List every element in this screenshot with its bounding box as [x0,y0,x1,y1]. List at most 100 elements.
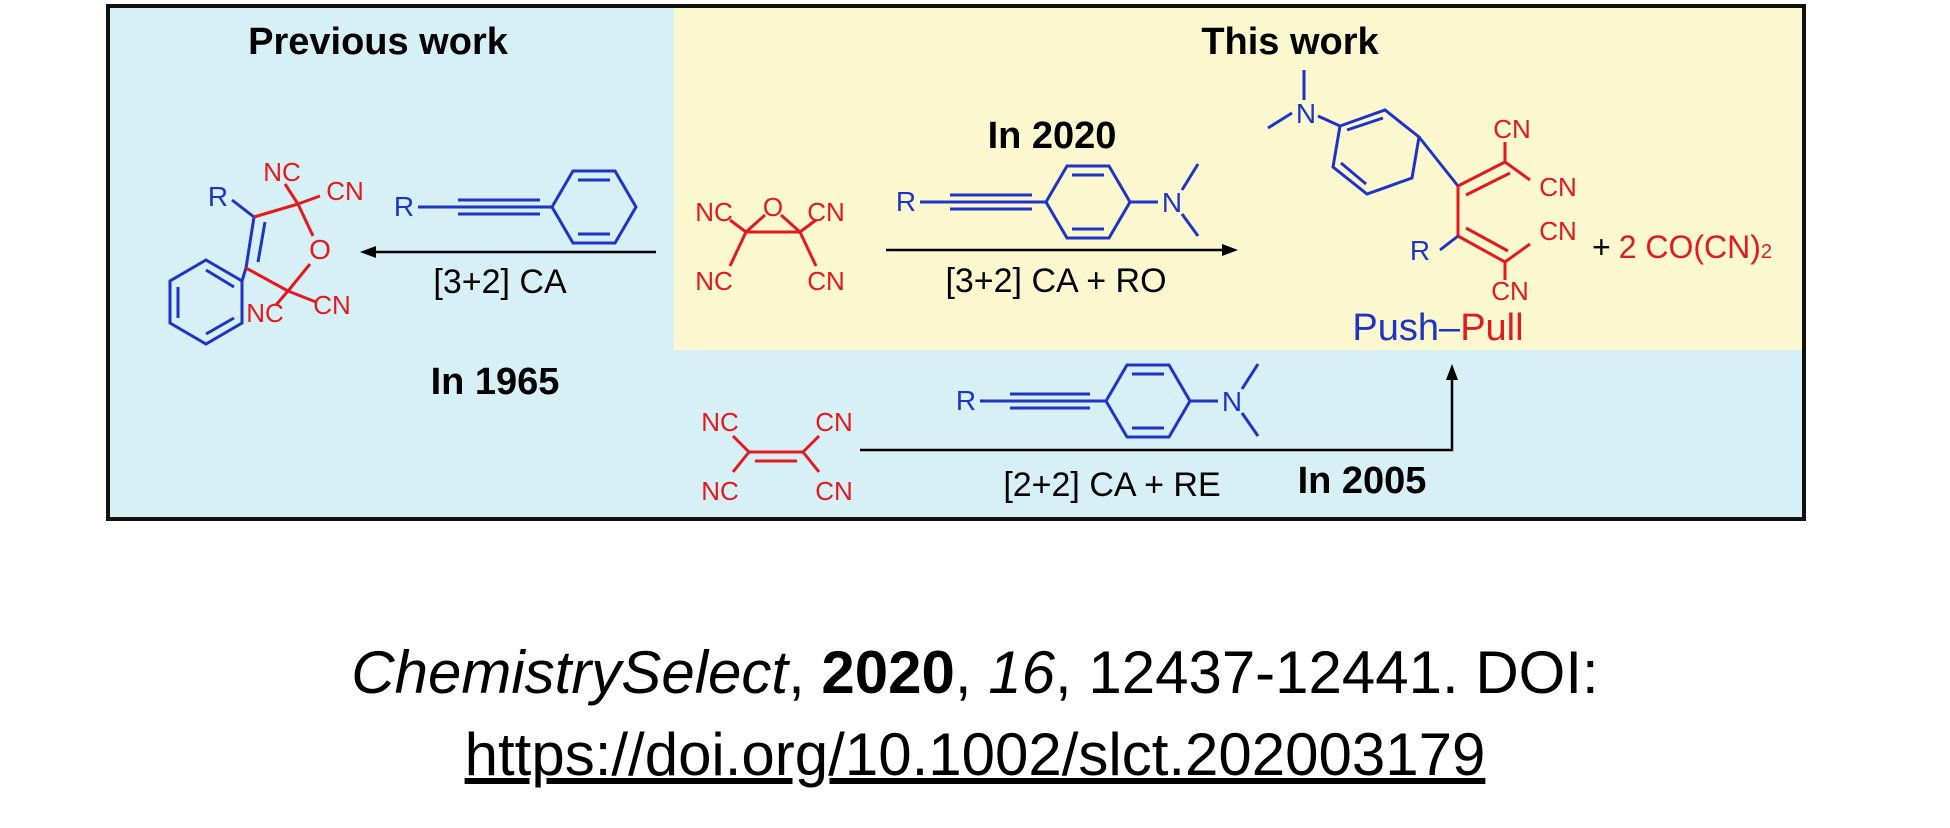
nitrile-bond [799,218,817,234]
route-2005-arrowhead [1446,364,1458,380]
furan-phenyl-bond [205,268,235,289]
product-r-label: R [1410,235,1430,266]
nitrile-label: NC [701,476,739,506]
citation-separator: , [788,639,822,706]
route-2005-condition-label: [2+2] CA + RE [1003,466,1220,504]
alkyne-phenyl-ring [550,169,638,245]
citation-year: 2020 [821,639,955,706]
nitrile-label: CN [1539,172,1577,202]
byproduct-label: +2 CO(CN)2 [1592,229,1772,265]
amine-bond [1317,114,1341,128]
product-amine-n-label: N [1296,98,1316,129]
push-pull-product-structure: N R CN CN CN CN [1267,70,1577,306]
dimethylaminophenyl-alkyne-reagent: R N [896,163,1200,240]
product-aryl-bond [1346,116,1384,132]
nitrile-bond [729,218,747,234]
byproduct-plus: + [1592,229,1611,265]
alkyne-r-label: R [896,186,916,217]
year-2005-label: In 2005 [1298,460,1427,502]
doi-line: https://doi.org/10.1002/slct.202003179 [0,720,1950,789]
nitrile-bond [1504,160,1531,182]
furan-ring-bond [286,263,312,292]
nitrile-bond [297,194,321,206]
scheme-border [106,4,1806,521]
furan-double-bond [256,221,267,263]
amine-n-label: N [1162,187,1182,218]
phenylacetylene-reagent: R [394,169,638,245]
nitrile-bond [798,231,818,267]
citation-pages: , 12437-12441. DOI: [1055,639,1599,706]
diene-double-bond [1457,234,1506,264]
nitrile-label: CN [313,290,351,320]
this-work-panel [674,6,1804,350]
furan-oxygen-label: O [309,234,331,265]
this-work-arrowhead [1222,244,1238,256]
citation-volume: 16 [988,639,1055,706]
methyl-bond [1180,213,1200,237]
nitrile-label: CN [807,197,845,227]
nitrile-bond [731,434,751,454]
methyl-bond [1180,163,1200,191]
furan-double-bond [244,216,256,269]
nitrile-label: CN [1539,216,1577,246]
route-2005-arrow [860,378,1454,452]
methyl-bond [1267,111,1293,130]
diene-double-bond [1457,160,1506,188]
aryl-to-diene-bond [1417,136,1460,187]
diene-double-bond [1465,226,1509,253]
nitrile-label: CN [1493,114,1531,144]
phenyl-to-ring-bond [240,267,248,282]
r-substituent-bond [231,198,255,219]
previous-condition-label: [3+2] CA [433,263,567,301]
epoxide-bond [779,213,802,234]
this-condition-label: [3+2] CA + RO [945,262,1166,300]
amine-n-label: N [1222,386,1242,417]
reaction-scheme: Previous work This work In 2020 In 1965 … [106,4,1806,521]
nitrile-label: CN [326,176,364,206]
citation-journal: ChemistrySelect [351,639,789,706]
tetracyanoethylene: NC CN NC CN [701,407,853,506]
furan-phenyl-bond [205,316,235,336]
previous-work-title: Previous work [248,21,509,63]
year-1965-label: In 1965 [431,361,560,403]
nitrile-bond [801,434,821,454]
nitrile-label: NC [695,266,733,296]
nitrile-bond [287,289,317,304]
diene-double-bond [1465,171,1511,197]
byproduct-formula: 2 CO(CN) [1619,229,1761,265]
doi-link[interactable]: https://doi.org/10.1002/slct.202003179 [464,721,1486,788]
r-substituent-bond [1439,234,1459,252]
dimethylaminophenyl-alkyne-reagent-2005: R N [956,363,1260,439]
push-pull-label: Push–Pull [1352,307,1523,349]
byproduct-subscript: 2 [1761,241,1772,263]
push-pull-dash: – [1439,307,1461,349]
methyl-bond [1240,363,1260,390]
nitrile-bond [801,451,821,473]
nitrile-label: NC [701,407,739,437]
tetracyanoethylene-oxide: O NC CN NC CN [695,192,845,296]
product-aryl-bond [1340,161,1367,186]
furan-ring-bond [253,202,299,219]
product-aryl-ring [1331,108,1421,196]
nitrile-bond [731,451,751,473]
alkyne-r-label: R [394,191,414,222]
nitrile-label: CN [815,476,853,506]
pull-label: Pull [1460,307,1523,349]
epoxide-bond [744,213,767,234]
furan-product-structure: R O NC CN NC CN [168,157,364,346]
nitrile-label: NC [246,298,284,328]
year-2020-label: In 2020 [988,115,1117,157]
nitrile-bond [274,290,290,306]
nitrile-label: CN [807,266,845,296]
methyl-bond [1240,412,1260,437]
nitrile-label: CN [1491,276,1529,306]
citation-line: ChemistrySelect, 2020, 16, 12437-12441. … [0,638,1950,707]
furan-r-label: R [208,181,228,212]
nitrile-bond [283,183,300,205]
nitrile-label: NC [263,157,301,187]
alkyne-r-label: R [956,385,976,416]
furan-ring-bond [245,266,289,293]
nitrile-label: CN [815,407,853,437]
push-label: Push [1352,307,1439,349]
citation-separator: , [954,639,989,706]
